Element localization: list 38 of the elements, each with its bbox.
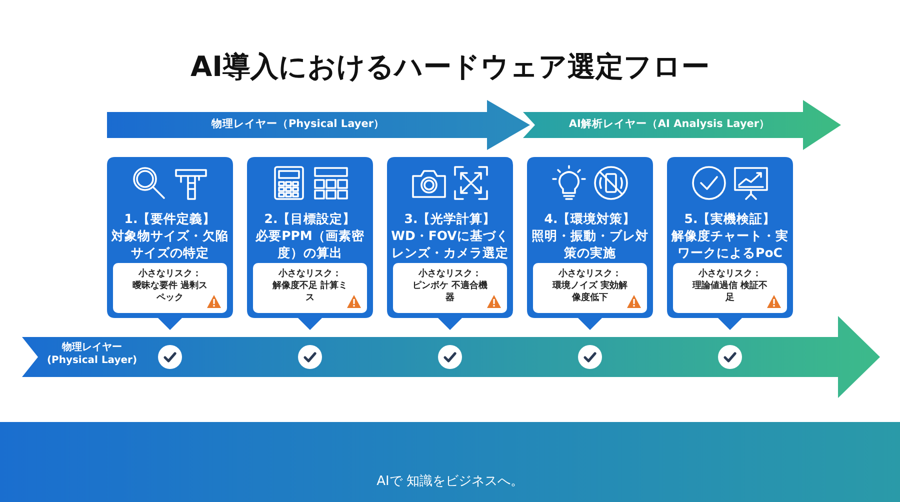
risk-box xyxy=(533,263,647,313)
title: AI導入におけるハードウェア選定フロー xyxy=(189,49,711,85)
risk-box xyxy=(393,263,507,313)
step-heading: 1.【要件定義】 xyxy=(123,211,217,228)
layer-arrow xyxy=(523,100,841,150)
risk-heading: 小さなリスク： xyxy=(418,268,482,280)
timeline-label: 物理レイヤー (Physical Layer) xyxy=(46,341,138,367)
risk-items: 理論値過信 検証不足 xyxy=(691,280,769,304)
risk-box xyxy=(253,263,367,313)
step-description: WD・FOVに基づくレンズ・カメラ選定 xyxy=(390,228,510,262)
risk-items: ピンボケ 不適合機器 xyxy=(411,280,489,304)
step-card xyxy=(387,157,513,330)
risk-items: 解像度不足 計算ミス xyxy=(271,280,349,304)
tagline: AIで 知識をビジネスへ。 xyxy=(376,473,524,490)
step-card xyxy=(107,157,233,330)
risk-items: 曖昧な要件 過剰スペック xyxy=(131,280,209,304)
step-heading: 5.【実機検証】 xyxy=(683,211,777,228)
risk-heading: 小さなリスク： xyxy=(138,268,202,280)
step-description: 照明・振動・ブレ対策の実施 xyxy=(530,228,650,262)
layer-label: AI解析レイヤー（AI Analysis Layer） xyxy=(568,117,772,131)
step-heading: 3.【光学計算】 xyxy=(403,211,497,228)
step-description: 必要PPM（画素密度）の算出 xyxy=(254,228,366,262)
step-heading: 4.【環境対策】 xyxy=(543,211,637,228)
step-description: 解像度チャート・実ワークによるPoC xyxy=(670,228,790,262)
timeline-arrow xyxy=(22,316,880,400)
layer-label: 物理レイヤー（Physical Layer） xyxy=(210,117,386,131)
risk-box xyxy=(673,263,787,313)
risk-heading: 小さなリスク： xyxy=(558,268,622,280)
step-description: 対象物サイズ・欠陥サイズの特定 xyxy=(110,228,230,262)
risk-heading: 小さなリスク： xyxy=(278,268,342,280)
step-card xyxy=(667,157,793,330)
risk-items: 環境ノイズ 実効解像度低下 xyxy=(551,280,629,304)
risk-heading: 小さなリスク： xyxy=(698,268,762,280)
layer-arrow xyxy=(104,100,532,150)
step-card xyxy=(527,157,653,330)
step-card xyxy=(247,157,373,330)
risk-box xyxy=(113,263,227,313)
step-heading: 2.【目標設定】 xyxy=(263,211,357,228)
